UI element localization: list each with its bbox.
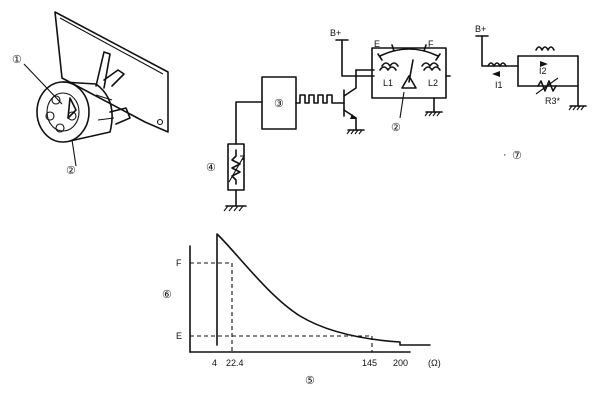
equivalent-circuit	[475, 35, 587, 111]
svg-text:⑥: ⑥	[162, 289, 172, 301]
callout-1: ①	[12, 54, 22, 66]
coil2-label: L2	[428, 78, 438, 88]
y-tick-F: F	[176, 258, 182, 268]
eq-supply-label: B+	[475, 24, 486, 34]
svg-text:⑦: ⑦	[512, 150, 522, 162]
gauge-full-label: F	[428, 39, 434, 49]
guide-E	[190, 335, 373, 352]
resistance-curve	[216, 233, 431, 346]
resistance-graph	[189, 233, 431, 353]
inductor-I2	[535, 46, 555, 51]
callout-3: ③	[274, 98, 284, 110]
eq-resistor-label: R3*	[545, 96, 561, 106]
eq-current2-label: I2	[539, 66, 547, 76]
svg-text:⑤: ⑤	[305, 375, 315, 387]
svg-text:③: ③	[274, 98, 284, 110]
inductor-I1	[487, 62, 507, 67]
x-tick-145: 145	[362, 358, 377, 368]
svg-text:②: ②	[66, 165, 76, 177]
x-tick-22-4: 22.4	[226, 358, 244, 368]
callout-5: ⑤	[305, 375, 315, 387]
svg-text:④: ④	[206, 162, 216, 174]
svg-text:②: ②	[391, 122, 401, 134]
sending-unit-illustration	[23, 11, 169, 167]
gauge-empty-label: E	[374, 39, 380, 49]
coil-L2	[421, 62, 441, 71]
callout-2-unit: ②	[66, 165, 76, 177]
pulse-signal	[295, 94, 345, 104]
y-tick-E: E	[176, 331, 182, 341]
x-tick-4: 4	[212, 358, 217, 368]
svg-text:①: ①	[12, 54, 22, 66]
x-unit-label: (Ω)	[428, 358, 441, 368]
callout-4: ④	[206, 162, 216, 174]
callout-6: ⑥	[162, 289, 172, 301]
stray-dot: ·	[503, 149, 507, 161]
callout-7: ⑦ ·	[503, 149, 522, 162]
coil1-label: L1	[383, 78, 393, 88]
gauge-scale-arc	[379, 48, 439, 57]
guide-F	[190, 262, 233, 352]
eq-current1-label: I1	[495, 80, 503, 90]
x-tick-200: 200	[393, 358, 408, 368]
gauge-meter-box	[371, 47, 447, 99]
supply-label: B+	[330, 28, 341, 38]
callout-2-gauge: ②	[391, 122, 401, 134]
gauge-circuit-schematic	[223, 39, 451, 212]
coil-L1	[379, 62, 399, 71]
